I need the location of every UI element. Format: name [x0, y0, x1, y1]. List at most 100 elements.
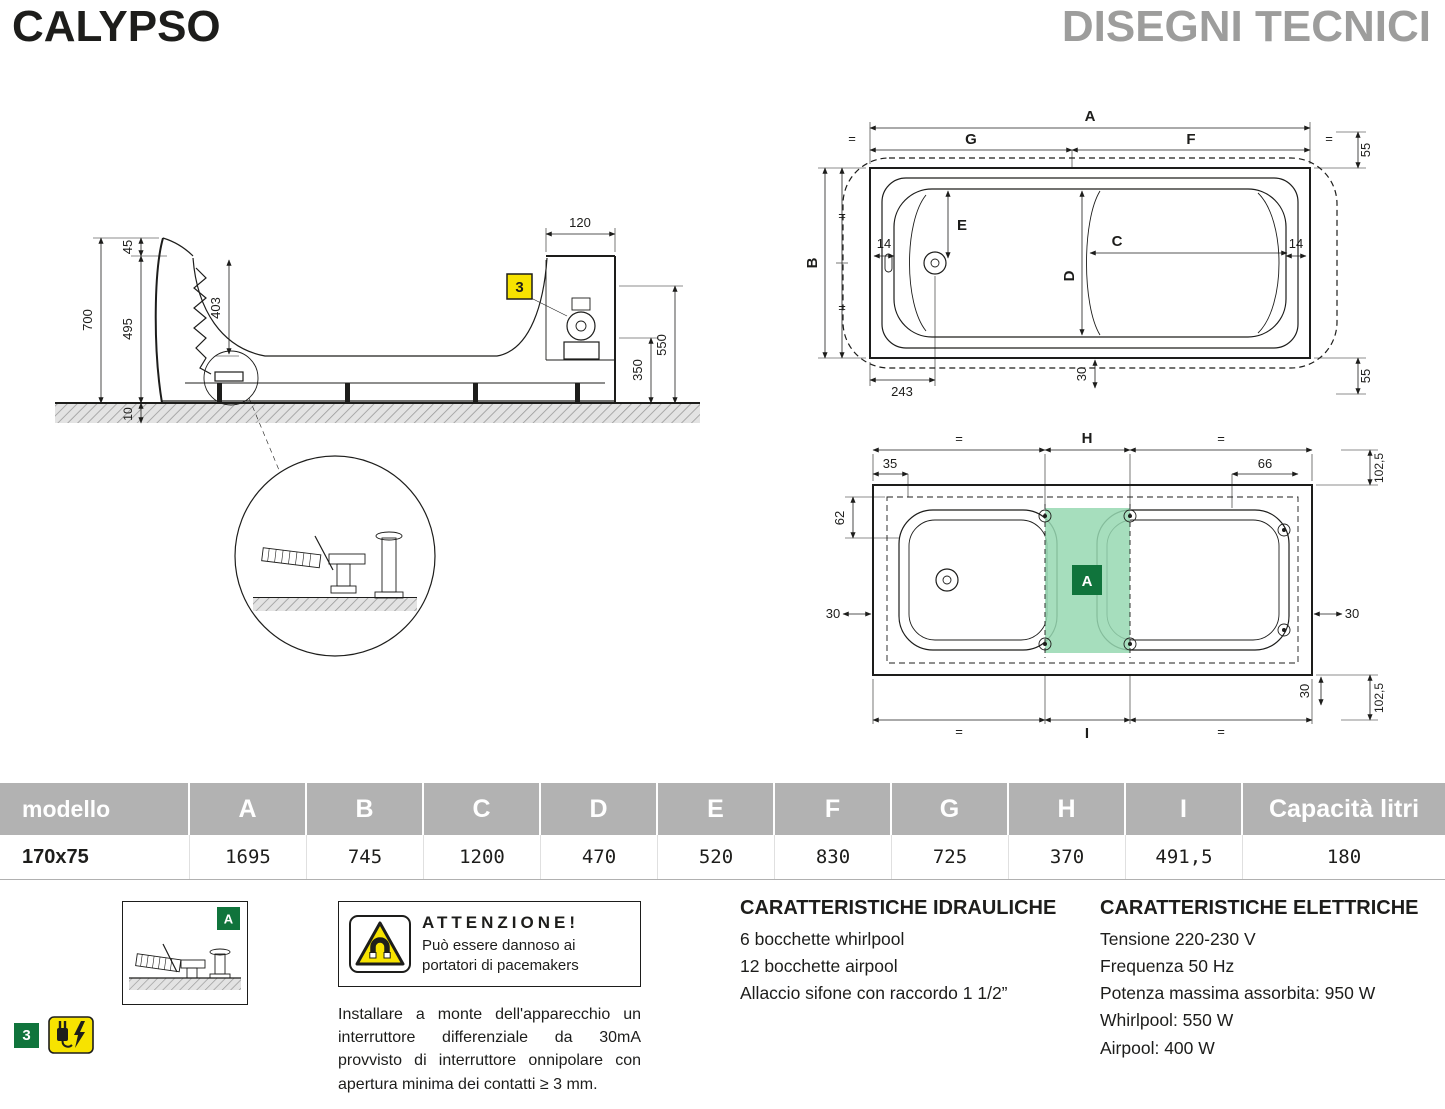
tub-outer-rect	[869, 167, 1311, 359]
dim-550: 550	[654, 334, 669, 356]
dim-243: 243	[891, 384, 913, 399]
hydraulic-characteristics: CARATTERISTICHE IDRAULICHE 6 bocchette w…	[740, 897, 1090, 1007]
dim-66: 66	[1258, 456, 1272, 471]
value-cell: 370	[1009, 835, 1126, 879]
leg	[345, 383, 350, 403]
attention-line: portatori di pacemakers	[422, 956, 579, 974]
drain-column	[374, 531, 404, 599]
dim-55-bottom: 55	[1358, 369, 1373, 383]
whirlpool-jets	[1038, 509, 1291, 651]
zone-a-box	[1072, 565, 1102, 595]
hydraulic-item: Allaccio sifone con raccordo 1 1/2”	[740, 983, 1008, 1004]
drain-center	[930, 258, 940, 268]
drain	[935, 568, 959, 592]
dim-10: 10	[121, 407, 135, 421]
frame-dashed-rect	[886, 496, 1299, 664]
electric-item: Frequenza 50 Hz	[1100, 956, 1235, 977]
dim-30-left: 30	[826, 606, 840, 621]
column-header: H	[1009, 783, 1126, 835]
electric-characteristics: CARATTERISTICHE ELETTRICHE Tensione 220-…	[1100, 897, 1445, 1062]
equal-sign: =	[1217, 724, 1225, 739]
value-cell: 745	[307, 835, 424, 879]
side-view-drawing: 3 120 700 45 495 403 10 550 350	[55, 215, 700, 657]
detail-indicator-circle	[203, 350, 259, 406]
electric-item: Tensione 220-230 V	[1100, 929, 1256, 949]
label-G: G	[965, 131, 977, 148]
break-line	[314, 535, 334, 571]
column-header: D	[541, 783, 658, 835]
dim-102-top: 102,5	[1372, 453, 1386, 483]
value-cell: 1695	[190, 835, 307, 879]
attention-text-block: ATTENZIONE! Può essere dannoso ai portat…	[422, 913, 579, 974]
model-cell: 170x75	[0, 835, 190, 879]
drain	[923, 251, 947, 275]
drain-detail-drawing: A	[129, 907, 241, 990]
column-header: modello	[0, 783, 190, 835]
electric-plug-icon	[48, 1016, 94, 1054]
equal-sign: =	[1217, 431, 1225, 446]
drain-fitting	[214, 371, 244, 382]
value-cell: 1200	[424, 835, 541, 879]
dim-30: 30	[1074, 367, 1089, 381]
dim-35: 35	[883, 456, 897, 471]
floor-slab	[55, 403, 700, 423]
dim-45: 45	[120, 240, 135, 254]
drain-center	[942, 575, 952, 585]
hydraulic-title: CARATTERISTICHE IDRAULICHE	[740, 897, 1057, 919]
dim-102-bottom: 102,5	[1372, 683, 1386, 713]
dim-55-top: 55	[1358, 143, 1373, 157]
body-contour-left	[1086, 190, 1101, 336]
dim-30-bottom: 30	[1297, 684, 1312, 698]
dim-120: 120	[569, 215, 591, 230]
column-header: E	[658, 783, 775, 835]
attention-title: ATTENZIONE!	[422, 913, 580, 933]
value-cell: 180	[1326, 846, 1362, 868]
tub-left-wall	[154, 237, 164, 404]
body-contour-right	[1257, 192, 1280, 334]
plan-view-drawing: A H = = 35 66 102,5	[826, 430, 1386, 742]
equal-sign: =	[838, 208, 846, 223]
tub-interior-profile	[192, 257, 548, 357]
column-header: C	[424, 783, 541, 835]
head-basin-inner	[908, 519, 1048, 641]
value-cell: 470	[541, 835, 658, 879]
electric-item: Whirlpool: 550 W	[1100, 1010, 1234, 1031]
marker-a-box	[217, 907, 240, 930]
label-H: H	[1082, 430, 1093, 447]
dim-495: 495	[120, 318, 135, 340]
marker-3-leader	[530, 297, 568, 317]
tub-outer-rect	[872, 484, 1313, 676]
top-view-drawing: A = = G F 55 B = = 14 14 E C	[804, 108, 1373, 399]
label-C: C	[1112, 233, 1123, 250]
leg	[575, 383, 580, 403]
head-basin	[898, 509, 1058, 651]
column-header: G	[892, 783, 1009, 835]
hydraulic-item: 6 bocchette whirlpool	[740, 929, 905, 949]
label-B: B	[804, 257, 821, 268]
column-header: B	[307, 783, 424, 835]
electric-title: CARATTERISTICHE ELETTRICHE	[1100, 897, 1419, 919]
marker-3-box	[506, 273, 533, 300]
dimensions-table: modello A B C D E F G H I Capacità litri…	[0, 783, 1445, 880]
equal-sign: =	[1325, 131, 1333, 146]
product-title: CALYPSO	[12, 2, 221, 51]
install-note: Installare a monte dell'apparecchio un i…	[338, 1006, 641, 1093]
table-row: 170x75 1695 745 1200 470 520 830 725 370…	[0, 835, 1445, 880]
detail-leader-line	[248, 397, 280, 471]
detail-circle	[234, 455, 436, 657]
pump-unit	[563, 297, 600, 360]
dim-30-right: 30	[1345, 606, 1359, 621]
dim-350: 350	[630, 359, 645, 381]
value-cell: 491,5	[1126, 835, 1243, 879]
equal-sign: =	[955, 431, 963, 446]
column-header: Capacità litri	[1243, 783, 1445, 835]
label-A: A	[1085, 108, 1096, 125]
attention-box: ATTENZIONE! Può essere dannoso ai portat…	[338, 901, 641, 987]
label-E: E	[957, 217, 967, 234]
sheet-title: DISEGNI TECNICI	[1061, 2, 1431, 51]
leg	[217, 383, 222, 403]
flexible-hose	[135, 953, 182, 973]
legend-marker-3: 3	[14, 1016, 94, 1054]
label-F: F	[1186, 131, 1195, 148]
